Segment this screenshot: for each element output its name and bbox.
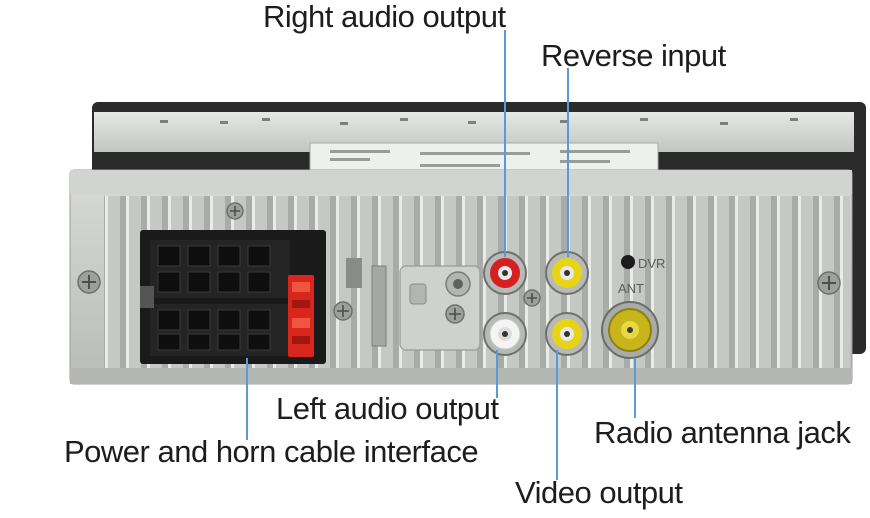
label-left-audio-output: Left audio output — [276, 391, 499, 426]
label-radio-antenna-jack: Radio antenna jack — [594, 415, 851, 450]
top-lid-slots — [160, 118, 798, 125]
dvr-marking: DVR — [638, 256, 665, 271]
label-video-output: Video output — [515, 475, 683, 510]
screw-right — [817, 271, 841, 295]
antenna-jack — [601, 301, 659, 359]
rca-video-jack — [545, 312, 589, 356]
screw-mid — [333, 301, 353, 321]
ant-marking: ANT — [618, 281, 644, 296]
leader-lines — [246, 30, 636, 480]
rca-right-audio-jack — [483, 251, 527, 295]
label-power-horn-interface: Power and horn cable interface — [64, 434, 479, 469]
power-horn-connector — [140, 230, 326, 364]
dvr-hole — [621, 255, 635, 269]
screw-center — [523, 289, 541, 307]
mount-block — [399, 265, 481, 351]
fuse — [288, 275, 314, 357]
label-right-audio-output: Right audio output — [263, 0, 506, 34]
rca-reverse-jack — [545, 251, 589, 295]
rca-left-audio-jack — [483, 312, 527, 356]
label-reverse-input: Reverse input — [541, 38, 726, 73]
screw-top — [226, 202, 244, 220]
screw-left — [77, 270, 101, 294]
